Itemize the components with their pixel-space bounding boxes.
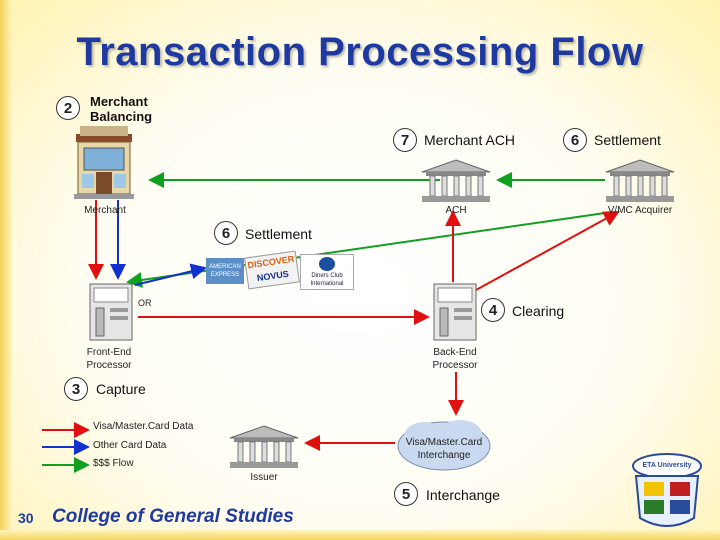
acquirer-label: V/MC Acquirer — [607, 205, 673, 216]
back-end-label: Back-End Processor — [418, 346, 492, 372]
ach-label: ACH — [445, 205, 467, 216]
back-end-processor-icon — [433, 283, 477, 341]
step-number: 6 — [563, 128, 587, 152]
page-title: Transaction Processing Flow — [76, 30, 644, 74]
interchange-line2: Interchange — [417, 450, 471, 461]
diners-circle — [319, 257, 335, 271]
step-number: 5 — [394, 482, 418, 506]
university-logo-text: ETA University — [642, 462, 692, 469]
step-number: 7 — [393, 128, 417, 152]
diners-logo: Diners Club International — [300, 254, 354, 290]
interchange-line1: Visa/Master.Card — [405, 437, 483, 448]
left-border — [0, 0, 12, 540]
amex-logo: AMERICAN EXPRESS — [206, 258, 244, 284]
step-number: 3 — [64, 377, 88, 401]
interchange-step-label: Interchange — [426, 487, 500, 503]
legend-flow: $$$ Flow — [93, 458, 134, 469]
or-label: OR — [138, 298, 152, 308]
front-end-label: Front-End Processor — [72, 346, 146, 372]
step-number: 6 — [214, 221, 238, 245]
step-number: 2 — [56, 96, 80, 120]
footer-text: College of General Studies — [52, 506, 294, 527]
issuer-label: Issuer — [250, 472, 278, 483]
back-end-line2: Processor — [432, 360, 478, 371]
acquirer-to-frontend-arrow — [126, 211, 613, 288]
ach-bank-icon — [421, 159, 491, 202]
front-end-line2: Processor — [86, 360, 132, 371]
clearing-label: Clearing — [512, 303, 565, 319]
store-icon — [74, 126, 134, 199]
discover-logo: DISCOVER NOVUS — [244, 250, 300, 290]
merchant-balancing-line1: Merchant — [90, 94, 148, 109]
settlement-top-label: Settlement — [594, 132, 661, 148]
legend-visa-mc: Visa/Master.Card Data — [93, 421, 194, 432]
interchange-cloud-icon — [397, 420, 491, 471]
frontend-to-cards-blue — [134, 263, 207, 286]
bottom-border — [0, 530, 720, 540]
card-logos: AMERICAN EXPRESS DISCOVER NOVUS Diners C… — [206, 250, 354, 290]
merchant-ach-label: Merchant ACH — [424, 132, 516, 148]
diners-text: Diners Club International — [310, 273, 344, 287]
merchant-label: Merchant — [84, 205, 126, 216]
merchant-balancing-label: Merchant Balancing — [90, 94, 152, 124]
back-end-line1: Back-End — [433, 347, 477, 358]
settlement-mid-label: Settlement — [245, 226, 312, 242]
capture-label: Capture — [96, 381, 146, 397]
issuer-bank-icon — [229, 425, 299, 468]
legend-other: Other Card Data — [93, 440, 167, 451]
page-number: 30 — [18, 510, 34, 526]
interchange-label: Visa/Master.Card Interchange — [394, 436, 494, 462]
step-number: 4 — [481, 298, 505, 322]
merchant-balancing-line2: Balancing — [90, 109, 153, 124]
front-end-line1: Front-End — [86, 347, 132, 358]
acquirer-bank-icon — [605, 159, 675, 202]
front-end-processor-icon — [89, 283, 133, 341]
university-logo-icon — [632, 453, 702, 527]
backend-to-acquirer-red — [475, 211, 620, 291]
